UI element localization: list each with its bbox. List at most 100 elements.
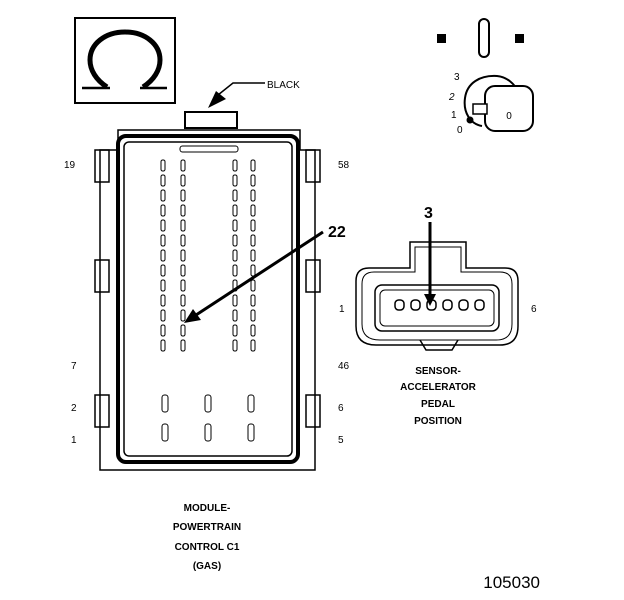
- ecm-signal-pin: [250, 204, 256, 217]
- ignition-position-0: 0: [457, 125, 463, 136]
- app-pin-6-label: 6: [531, 304, 537, 315]
- ecm-signal-pin: [232, 159, 238, 172]
- app-pin-1-label: 1: [339, 304, 345, 315]
- ecm-signal-pin: [250, 219, 256, 232]
- app-name-line-3: PEDAL: [421, 399, 455, 410]
- ecm-signal-pin: [160, 294, 166, 307]
- ecm-pin-19-label: 19: [64, 160, 76, 171]
- ecm-signal-pin: [160, 309, 166, 322]
- ecm-pin-2-label: 2: [71, 403, 77, 414]
- ignition-position-2: 2: [448, 92, 455, 103]
- ecm-signal-pin: [180, 339, 186, 352]
- ecm-signal-pin: [160, 189, 166, 202]
- ecm-signal-pin: [232, 174, 238, 187]
- ecm-pin-1-label: 1: [71, 435, 77, 446]
- ecm-signal-pin: [160, 324, 166, 337]
- ecm-signal-pin: [160, 249, 166, 262]
- ecm-name-line-1: MODULE-: [184, 503, 231, 514]
- ecm-power-pin: [161, 394, 169, 413]
- ecm-signal-pin: [250, 174, 256, 187]
- ecm-power-pin: [204, 394, 212, 413]
- ecm-signal-pin: [232, 264, 238, 277]
- ecm-signal-pin: [250, 279, 256, 292]
- ecm-name-line-4: (GAS): [193, 561, 221, 572]
- ecm-signal-pin: [160, 339, 166, 352]
- app-pin-3-arrow: [424, 222, 436, 306]
- app-sensor-pin: [474, 299, 485, 311]
- ecm-signal-pin: [250, 264, 256, 277]
- ecm-signal-pin: [180, 294, 186, 307]
- ecm-pin-46-label: 46: [338, 361, 350, 372]
- app-sensor-pin-field: [394, 299, 485, 311]
- ecm-signal-pin: [250, 294, 256, 307]
- ecm-signal-pin: [180, 324, 186, 337]
- ecm-signal-pin: [232, 249, 238, 262]
- ecm-signal-pin: [232, 339, 238, 352]
- ecm-keying-rib: [179, 145, 239, 153]
- connector-color-label: BLACK: [267, 80, 300, 91]
- ecm-signal-pin: [160, 264, 166, 277]
- app-sensor-pin: [410, 299, 421, 311]
- ecm-power-pin: [204, 423, 212, 442]
- ecm-power-pin: [247, 394, 255, 413]
- ecm-pin-22-arrow: [184, 230, 324, 323]
- ecm-signal-pin: [250, 159, 256, 172]
- ecm-power-pin-field: [161, 394, 255, 442]
- ecm-name-line-3: CONTROL C1: [175, 542, 240, 553]
- ecm-signal-pin: [180, 174, 186, 187]
- ecm-power-pin: [161, 423, 169, 442]
- app-name-line-4: POSITION: [414, 416, 462, 427]
- ignition-position-3: 3: [454, 72, 460, 83]
- ecm-signal-pin: [250, 234, 256, 247]
- ecm-signal-pin: [250, 339, 256, 352]
- ohmmeter-symbol: [74, 17, 176, 104]
- ecm-signal-pin: [232, 324, 238, 337]
- app-sensor-pin: [458, 299, 469, 311]
- app-sensor-connector: [355, 241, 519, 351]
- ecm-signal-pin: [232, 219, 238, 232]
- ecm-signal-pin: [160, 234, 166, 247]
- ecm-signal-pin: [160, 159, 166, 172]
- ignition-indicator-right: [515, 34, 524, 43]
- ecm-signal-pin: [250, 324, 256, 337]
- ecm-callout-22: 22: [328, 224, 346, 241]
- ecm-signal-pin: [232, 234, 238, 247]
- ecm-signal-pin: [180, 219, 186, 232]
- ecm-pin-5-label: 5: [338, 435, 344, 446]
- ecm-name-line-2: POWERTRAIN: [173, 522, 241, 533]
- ignition-key-icon: 0: [463, 74, 534, 132]
- ohm-symbol-icon: [82, 29, 167, 90]
- ecm-signal-pin: [180, 309, 186, 322]
- app-sensor-pin: [442, 299, 453, 311]
- ignition-switch: 0 3 2 1 0: [437, 18, 534, 136]
- ecm-signal-pin: [160, 219, 166, 232]
- ecm-signal-pin: [180, 234, 186, 247]
- connector-lock-tab: [184, 111, 238, 129]
- app-name-line-2: ACCELERATOR: [400, 382, 477, 393]
- ignition-slot-icon: [478, 18, 490, 58]
- ecm-signal-pin: [180, 249, 186, 262]
- ecm-pin-58-label: 58: [338, 160, 350, 171]
- ecm-signal-pin: [180, 159, 186, 172]
- ecm-signal-pin: [232, 189, 238, 202]
- app-name-line-1: SENSOR-: [415, 366, 461, 377]
- ignition-key-label: 0: [506, 111, 512, 122]
- ecm-signal-pin: [250, 189, 256, 202]
- app-sensor-pin: [394, 299, 405, 311]
- ecm-pin-7-label: 7: [71, 361, 77, 372]
- ecm-connector-c1: [94, 111, 321, 471]
- ecm-signal-pin: [160, 279, 166, 292]
- ecm-signal-pin: [180, 279, 186, 292]
- ecm-signal-pin: [250, 309, 256, 322]
- connector-color-leader: [208, 82, 265, 108]
- ecm-signal-pin: [160, 174, 166, 187]
- ecm-signal-pin-field: [160, 145, 256, 352]
- ecm-signal-pin: [250, 249, 256, 262]
- ecm-signal-pin: [232, 309, 238, 322]
- ecm-power-pin: [247, 423, 255, 442]
- ecm-signal-pin: [180, 264, 186, 277]
- ecm-signal-pin: [180, 189, 186, 202]
- ecm-signal-pin: [232, 204, 238, 217]
- ecm-signal-pin: [180, 204, 186, 217]
